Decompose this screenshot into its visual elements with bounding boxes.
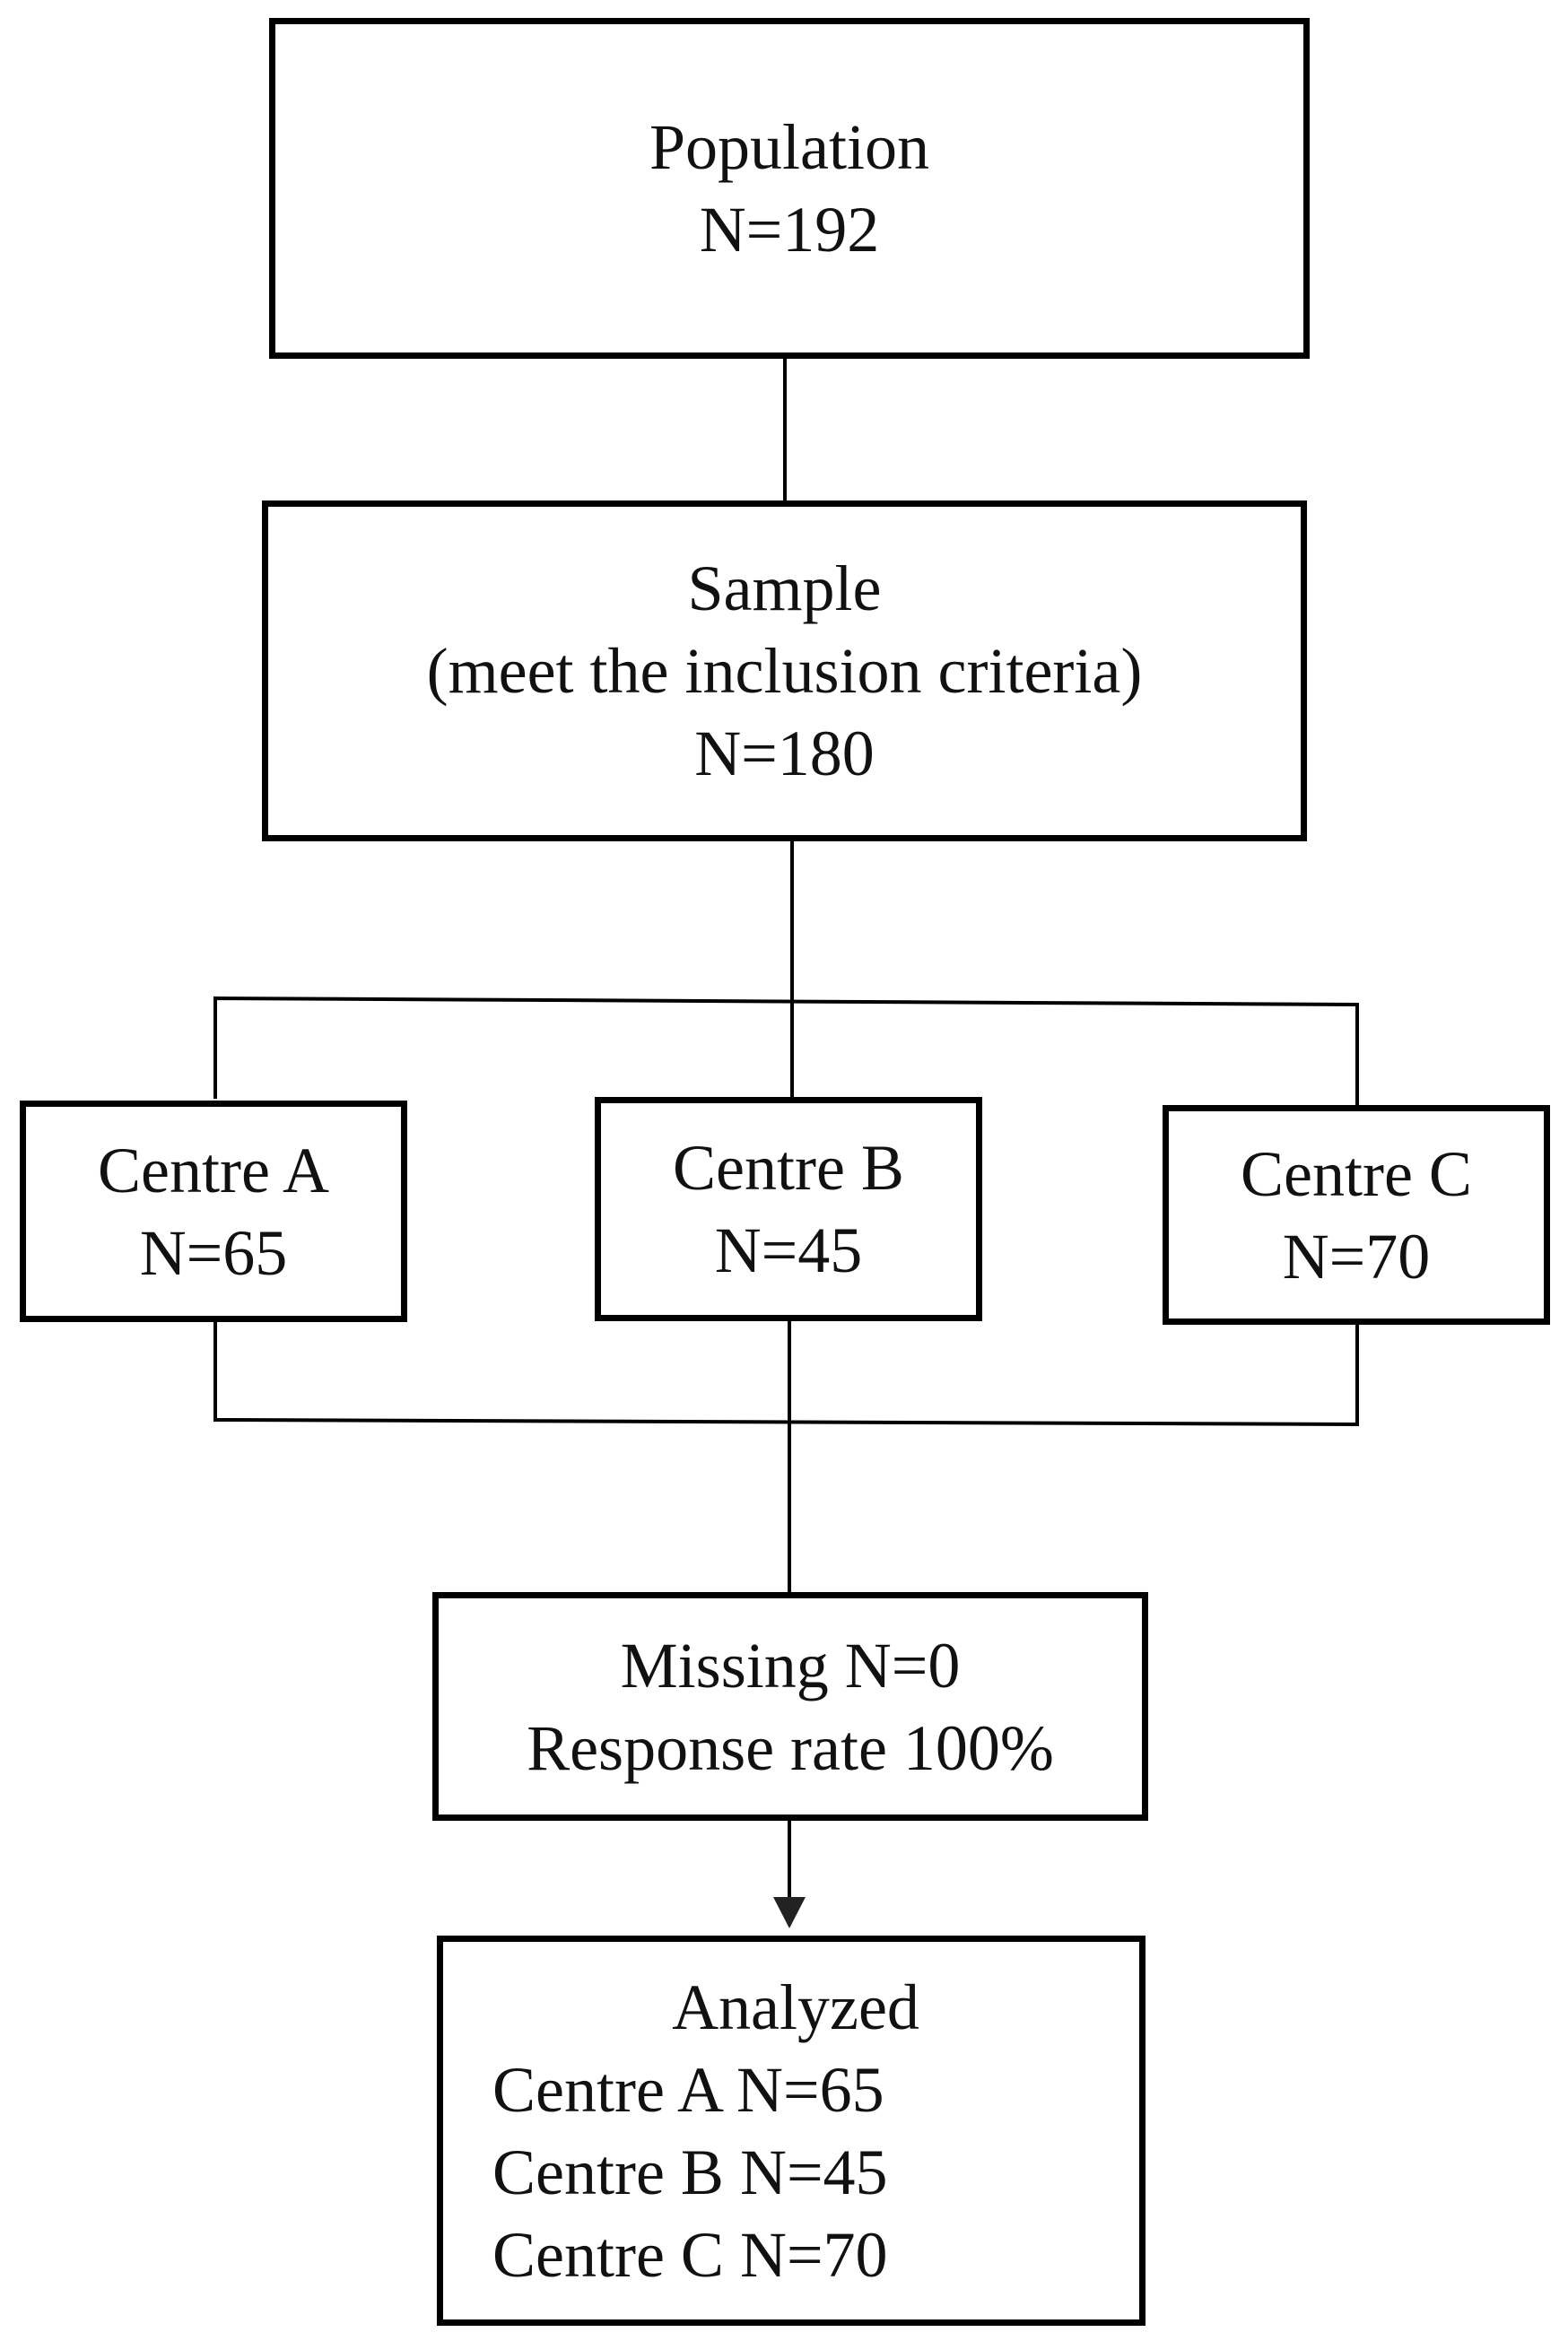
arrowhead-icon <box>773 1897 806 1928</box>
analyzed-centre-c: Centre C N=70 <box>492 2218 888 2291</box>
sample-box: Sample (meet the inclusion criteria) N=1… <box>262 500 1307 841</box>
analyzed-centre-b: Centre B N=45 <box>492 2136 888 2208</box>
centre-b-count: N=45 <box>714 1214 863 1286</box>
centre-b-name: Centre B <box>673 1132 904 1204</box>
centre-a-count: N=65 <box>139 1216 288 1289</box>
centre-c-count: N=70 <box>1282 1220 1431 1292</box>
sample-note: (meet the inclusion criteria) <box>426 635 1143 707</box>
response-rate: Response rate 100% <box>527 1711 1054 1784</box>
centre-b-box: Centre B N=45 <box>595 1097 982 1321</box>
analyzed-centre-a: Centre A N=65 <box>492 2053 884 2126</box>
analyzed-title: Analyzed <box>672 1971 919 2043</box>
missing-box: Missing N=0 Response rate 100% <box>432 1592 1148 1821</box>
connector-merge-bar <box>213 1318 1359 1427</box>
centre-c-name: Centre C <box>1241 1137 1472 1210</box>
centre-a-box: Centre A N=65 <box>20 1101 407 1322</box>
sample-title: Sample <box>687 553 882 624</box>
missing-count: Missing N=0 <box>620 1629 961 1701</box>
analyzed-box: Analyzed Centre A N=65 Centre B N=45 Cen… <box>437 1936 1146 2326</box>
population-count: N=192 <box>699 194 880 265</box>
population-title: Population <box>649 111 929 183</box>
sample-count: N=180 <box>694 718 875 789</box>
centre-c-box: Centre C N=70 <box>1163 1105 1550 1325</box>
connector-split-bar <box>213 996 1359 1105</box>
centre-a-name: Centre A <box>98 1134 329 1206</box>
population-box: Population N=192 <box>269 18 1310 359</box>
